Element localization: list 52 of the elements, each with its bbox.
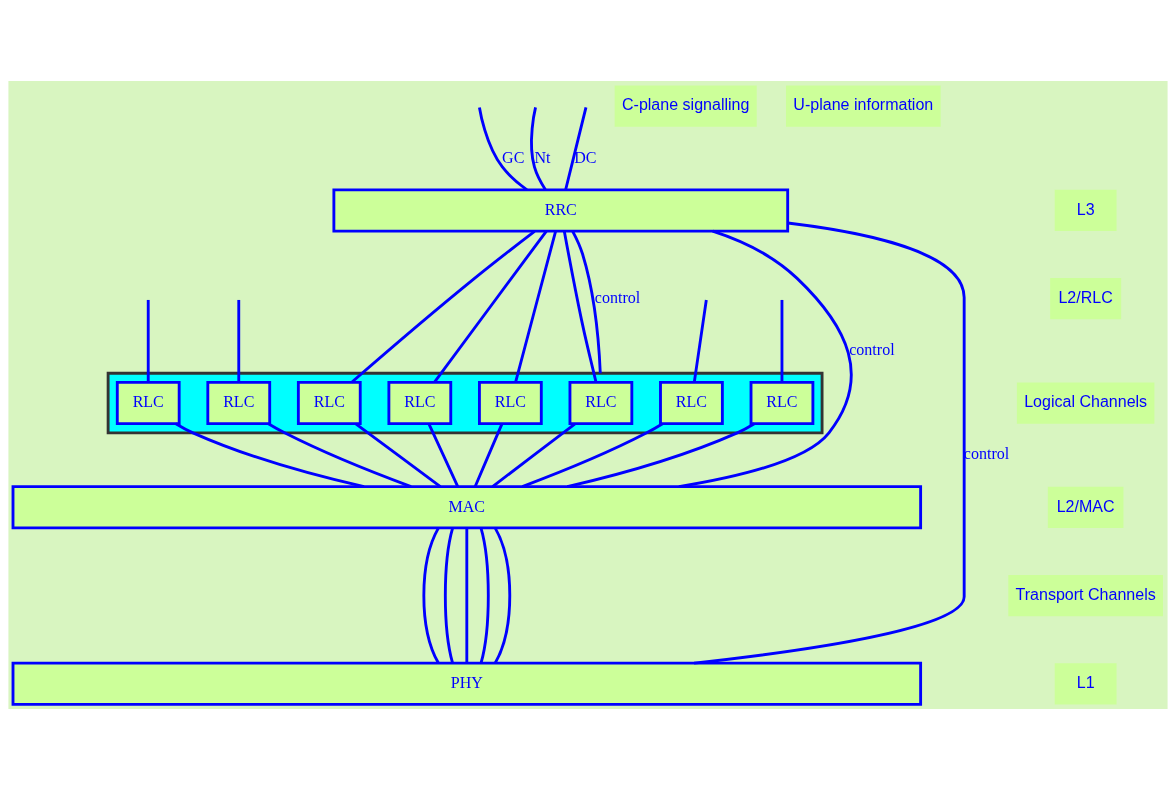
node-box: RLC [296,380,362,425]
label: Transport Channels [1015,584,1156,603]
connector [493,526,512,663]
connector [422,526,440,663]
connector [433,229,548,383]
connector [427,422,460,487]
connector [465,527,469,663]
connector [354,422,442,488]
node-box: RLC [478,380,543,425]
connector [530,106,547,190]
connector [514,230,557,382]
connector [175,422,365,488]
cluster [106,371,824,434]
node-box: RLC [749,380,815,425]
node-box: RLC [387,380,453,425]
connector [780,299,784,382]
label: U-plane information [793,94,934,113]
label: L1 [1076,672,1095,691]
edge-label: control [849,340,895,358]
connector [566,422,756,488]
connector [443,527,454,663]
node-box: MAC [11,484,923,529]
label: L2/MAC [1056,496,1115,515]
node-box: RLC [206,380,272,425]
label: Logical Channels [1024,391,1148,410]
connector [521,422,664,488]
label: C-plane signalling [621,94,750,113]
node-box: PHY [11,661,923,706]
connector [562,230,598,382]
connector [237,299,241,382]
edge-label: control [594,288,641,306]
connector [473,422,504,487]
connector [350,229,536,383]
label: L2/RLC [1058,287,1113,306]
connector [478,106,528,191]
node-box: RLC [568,380,634,425]
node-box: RLC [659,380,724,425]
label: L3 [1076,199,1095,218]
connector [678,229,853,488]
connector [692,299,708,382]
edge-label: Nt [534,148,551,166]
edge-label: DC [574,148,597,166]
connector [267,422,412,488]
connector [564,106,588,190]
connector [146,299,150,382]
edge-label: GC [502,148,525,166]
connector [571,230,602,373]
connector [693,221,966,665]
node-box: RRC [332,187,790,233]
connector [491,422,576,488]
node-box: RLC [115,380,181,425]
connector [479,527,490,663]
